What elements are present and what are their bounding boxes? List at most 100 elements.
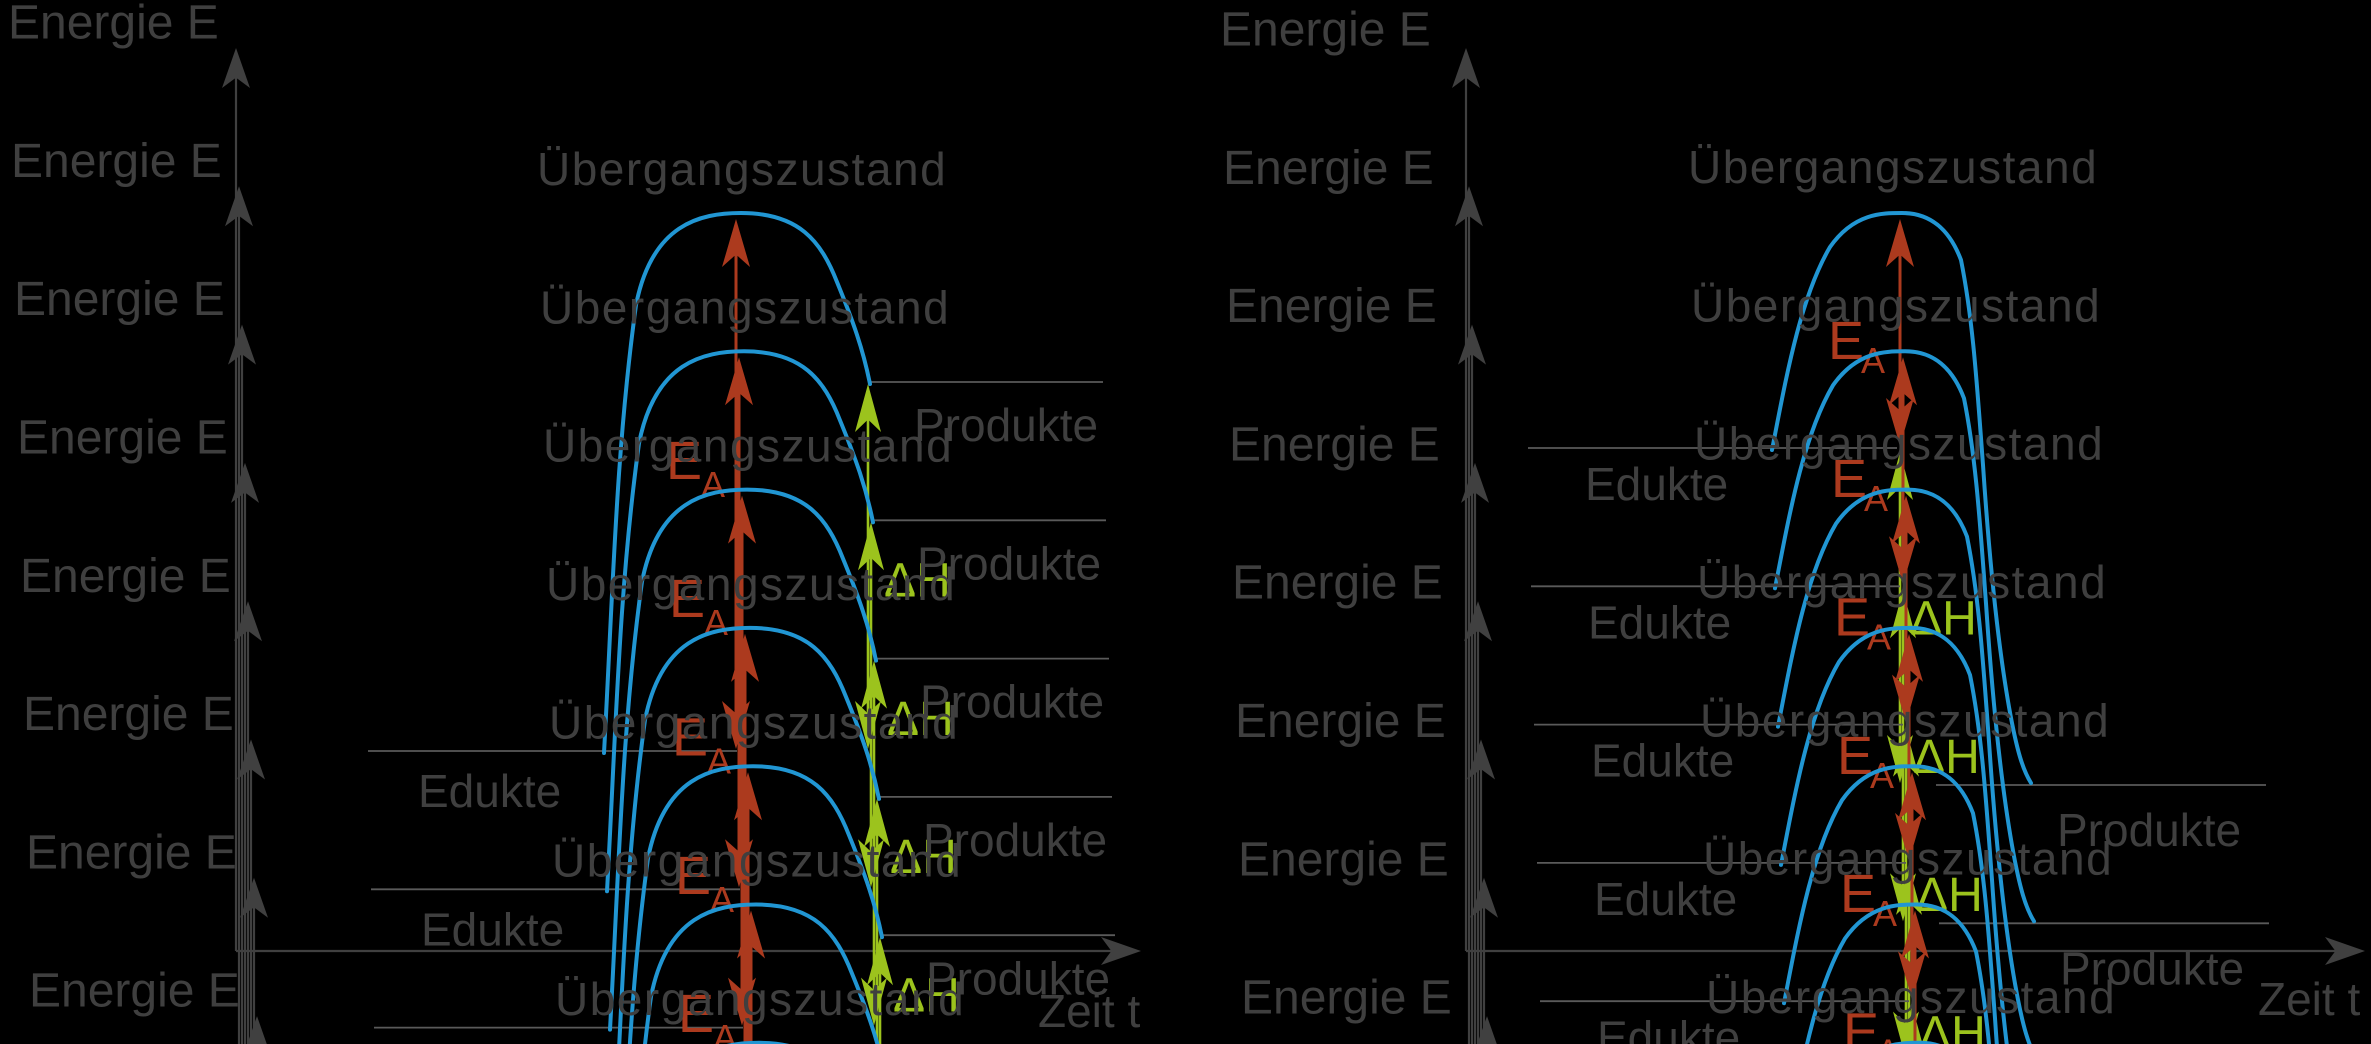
transition-state-label: Übergangszustand	[540, 281, 950, 333]
activation-arrowhead-up-icon	[737, 910, 765, 959]
x-axis-arrowhead-icon	[2325, 937, 2365, 965]
activation-arrowhead-up-icon	[731, 633, 759, 682]
activation-energy-sub-label: A	[1873, 893, 1897, 934]
diagram-copy-3: Energie EÜbergangszustandEdukteProdukteZ…	[17, 411, 1112, 1044]
reaction-energy-curve	[605, 349, 875, 894]
transition-state-label: Übergangszustand	[1697, 556, 2107, 608]
reaction-energy-curve	[602, 210, 872, 755]
enthalpy-arrowhead-up-icon	[1901, 1005, 1923, 1044]
activation-arrowhead-down-icon	[1895, 812, 1923, 861]
activation-arrowhead-up-icon	[1898, 772, 1926, 821]
activation-arrowhead-up-icon	[1886, 219, 1914, 267]
diagram-copy-3: Energie EÜbergangszustandEdukteProdukteZ…	[1229, 418, 2107, 1044]
y-axis-arrowhead-icon	[1461, 462, 1489, 503]
y-axis-arrowhead-icon	[1452, 48, 1480, 88]
activation-arrowhead-down-icon	[1889, 536, 1917, 585]
transition-state-label: Übergangszustand	[552, 835, 962, 887]
y-axis-arrowhead-icon	[1455, 186, 1483, 227]
activation-energy-label: E	[678, 984, 714, 1044]
energy-axis-label: Energie E	[23, 688, 234, 741]
energy-axis-label: Energie E	[1232, 557, 1443, 610]
y-axis-arrowhead-icon	[222, 48, 250, 88]
activation-energy-label: E	[672, 707, 708, 767]
diagram-copy-6: Energie EÜbergangszustandEdukteProdukteZ…	[26, 826, 965, 1044]
energy-axis-label: Energie E	[1220, 4, 1431, 57]
y-axis-arrowhead-icon	[1464, 601, 1492, 642]
diagram-copy-5: Energie EÜbergangszustandEdukteProdukteZ…	[23, 688, 962, 1044]
time-axis-label: Zeit t	[1038, 985, 1140, 1037]
energy-axis-label: Energie E	[17, 411, 228, 464]
transition-state-label: Übergangszustand	[555, 973, 965, 1025]
activation-arrowhead-down-icon	[1892, 674, 1920, 723]
activation-energy-sub-label: A	[707, 741, 731, 782]
reactants-label: Edukte	[1585, 458, 1728, 510]
diagram-copy-0: Energie EÜbergangszustandEdukteProdukteZ…	[8, 0, 1141, 1037]
energy-axis-label: Energie E	[11, 135, 222, 188]
reaction-energy-curve	[1773, 349, 2036, 924]
reactants-label: Edukte	[1597, 1011, 1740, 1044]
transition-state-label: Übergangszustand	[549, 696, 959, 748]
diagram-copy-5: Energie EÜbergangszustandEdukteProdukteZ…	[1235, 695, 2113, 1044]
enthalpy-label: ΔH	[887, 693, 954, 746]
activation-energy-sub-label: A	[1864, 478, 1888, 519]
products-label: Produkte	[917, 537, 1101, 589]
diagram-exothermic: Energie EÜbergangszustandEdukteProdukteZ…	[1220, 4, 2365, 1044]
reactants-label: Edukte	[424, 1042, 567, 1044]
y-axis-arrowhead-icon	[228, 324, 256, 365]
activation-energy-sub-label: A	[710, 879, 734, 920]
activation-energy-label: E	[669, 569, 705, 629]
transition-state-label: Übergangszustand	[1706, 971, 2116, 1023]
reaction-energy-curve	[1776, 487, 2032, 1044]
diagram-copy-4: Energie EÜbergangszustandEdukteProdukteZ…	[1232, 557, 2110, 1044]
energy-axis-label: Energie E	[1235, 695, 1446, 748]
energy-axis-label: Energie E	[29, 965, 240, 1018]
energy-axis-label: Energie E	[1238, 833, 1449, 886]
energy-axis-label: Energie E	[1241, 972, 1452, 1025]
activation-arrowhead-up-icon	[725, 357, 753, 406]
activation-arrowhead-up-icon	[722, 219, 750, 267]
reactants-label: Edukte	[1594, 873, 1737, 925]
enthalpy-label: ΔH	[890, 831, 957, 884]
energy-axis-label: Energie E	[20, 550, 231, 603]
enthalpy-arrowhead-up-icon	[855, 384, 881, 432]
activation-arrowhead-down-icon	[1898, 951, 1926, 1000]
transition-state-label: Übergangszustand	[546, 558, 956, 610]
products-label: Produkte	[926, 952, 1110, 1004]
transition-state-label: Übergangszustand	[543, 420, 953, 472]
diagram-copy-2: Energie EÜbergangszustandEdukteProdukteZ…	[14, 273, 1109, 1044]
reaction-energy-curve	[608, 487, 878, 1032]
energy-axis-label: Energie E	[1226, 280, 1437, 333]
reaction-energy-curve	[1779, 625, 2009, 1044]
time-axis-label: Zeit t	[2258, 973, 2360, 1025]
products-label: Produkte	[2057, 804, 2241, 856]
diagram-copy-2: Energie EÜbergangszustandEdukteProdukteZ…	[1226, 280, 2104, 1044]
transition-state-label: Übergangszustand	[1700, 694, 2110, 746]
reaction-energy-curve	[1782, 764, 1999, 1044]
products-label: Produkte	[920, 676, 1104, 728]
diagram-copy-7: Energie EÜbergangszustandEdukteProdukteZ…	[29, 965, 267, 1044]
activation-arrowhead-up-icon	[1892, 495, 1920, 544]
reaction-energy-curve	[1770, 210, 2033, 785]
energy-axis-label: Energie E	[1223, 142, 1434, 195]
y-axis-arrowhead-icon	[231, 462, 259, 503]
transition-state-label: Übergangszustand	[537, 143, 947, 195]
transition-state-label: Übergangszustand	[1694, 418, 2104, 470]
transition-state-label: Übergangszustand	[1703, 833, 2113, 885]
reactants-label: Edukte	[1588, 596, 1731, 648]
activation-energy-sub-label: A	[1861, 340, 1885, 381]
activation-energy-sub-label: A	[701, 464, 725, 505]
diagram-copy-1: Energie EÜbergangszustandEdukteProdukteZ…	[11, 135, 1106, 1044]
reactants-label: Edukte	[418, 765, 561, 817]
reaction-energy-curve	[617, 625, 881, 1044]
y-axis-arrowhead-icon	[1467, 739, 1495, 780]
y-axis-arrowhead-icon	[225, 186, 253, 227]
transition-state-label: Übergangszustand	[1691, 279, 2101, 331]
enthalpy-arrowhead-up-icon	[858, 522, 884, 571]
reactants-label: Edukte	[1591, 735, 1734, 787]
energy-axis-label: Energie E	[8, 0, 219, 50]
diagram-endothermic: Energie EÜbergangszustandEdukteProdukteZ…	[8, 0, 1141, 1044]
energy-axis-label: Energie E	[1229, 418, 1440, 471]
activation-arrowhead-up-icon	[1901, 910, 1929, 959]
